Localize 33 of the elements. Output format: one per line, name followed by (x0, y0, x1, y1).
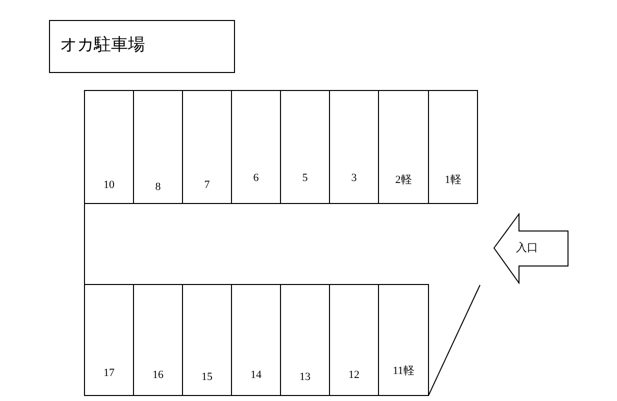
parking-space (280, 90, 330, 204)
parking-space (182, 284, 232, 396)
space-number: 15 (200, 371, 214, 383)
space-number: 13 (298, 371, 312, 383)
entrance-label: 入口 (516, 241, 538, 255)
parking-space (280, 284, 330, 396)
space-number: 14 (250, 369, 262, 381)
sign-box: オカ駐車場 (49, 20, 235, 73)
parking-space (231, 90, 281, 204)
space-number: 8 (154, 181, 162, 193)
space-number: 5 (301, 172, 309, 184)
space-number: 10 (102, 179, 116, 191)
entrance-arrow (493, 213, 569, 284)
parking-space (329, 284, 379, 396)
space-number: 16 (152, 369, 164, 381)
parking-space (84, 284, 134, 396)
parking-space (84, 90, 134, 204)
space-number: 6 (252, 172, 260, 184)
parking-space (182, 90, 232, 204)
parking-space (378, 90, 429, 204)
parking-space (133, 90, 183, 204)
parking-space (378, 284, 429, 396)
space-number: 2軽 (394, 173, 413, 187)
space-number: 1軽 (444, 173, 462, 187)
space-number: 7 (203, 179, 211, 191)
parking-space (133, 284, 183, 396)
parking-space (329, 90, 379, 204)
parking-space (231, 284, 281, 396)
space-number: 11軽 (392, 364, 416, 378)
space-number: 3 (350, 172, 358, 184)
space-number: 17 (102, 367, 116, 379)
space-number: 12 (348, 369, 360, 381)
parking-space (428, 90, 478, 204)
